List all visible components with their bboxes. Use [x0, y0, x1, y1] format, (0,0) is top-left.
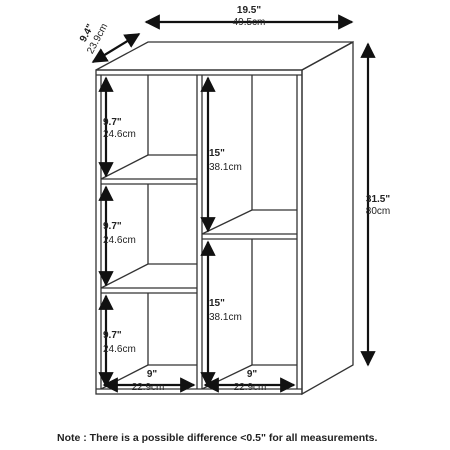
overall-width-in: 19.5" — [237, 5, 261, 16]
back-line — [100, 263, 149, 289]
left-cubby-3-height-in: 9.7" — [103, 330, 122, 341]
overall-height-cm: 80cm — [366, 206, 390, 217]
left-cubby-1-height-cm: 24.6cm — [103, 129, 136, 140]
left-cubby-2-height-in: 9.7" — [103, 221, 122, 232]
right-cubby-width-cm: 22.9cm — [234, 382, 267, 393]
right-cubby-1-height-in: 15" — [209, 148, 225, 159]
right-cubby-width-in: 9" — [247, 369, 258, 380]
top-surface — [95, 41, 354, 71]
measurement-note: Note : There is a possible difference <0… — [57, 432, 377, 444]
overall-width-cm: 49.5cm — [233, 17, 266, 28]
left-cubby-width-cm: 22.9cm — [132, 382, 165, 393]
back-line — [100, 154, 149, 180]
overall-height-in: 31.5" — [366, 194, 390, 205]
left-cubby-3-height-cm: 24.6cm — [103, 344, 136, 355]
left-cubby-1-height-in: 9.7" — [103, 117, 122, 128]
overall-depth-arrow — [91, 33, 141, 63]
bookcase-body — [95, 40, 354, 396]
right-cubby-labels: 15" 38.1cm 15" 38.1cm — [209, 148, 242, 323]
right-cubby-1-height-cm: 38.1cm — [209, 162, 242, 173]
back-line — [201, 209, 253, 235]
overall-dimension-labels: 19.5" 49.5cm 9.4" 23.9cm 31.5" 80cm — [78, 5, 390, 217]
left-cubby-2-height-cm: 24.6cm — [103, 235, 136, 246]
right-side-panel — [301, 40, 354, 396]
left-cubby-width-in: 9" — [147, 369, 158, 380]
dimension-arrows — [91, 14, 376, 393]
left-cubby-labels: 9.7" 24.6cm 9.7" 24.6cm 9.7" 24.6cm — [103, 117, 136, 355]
bottom-width-labels: 9" 22.9cm 9" 22.9cm — [132, 369, 267, 393]
right-cubby-2-height-in: 15" — [209, 298, 225, 309]
right-cubby-2-height-cm: 38.1cm — [209, 312, 242, 323]
